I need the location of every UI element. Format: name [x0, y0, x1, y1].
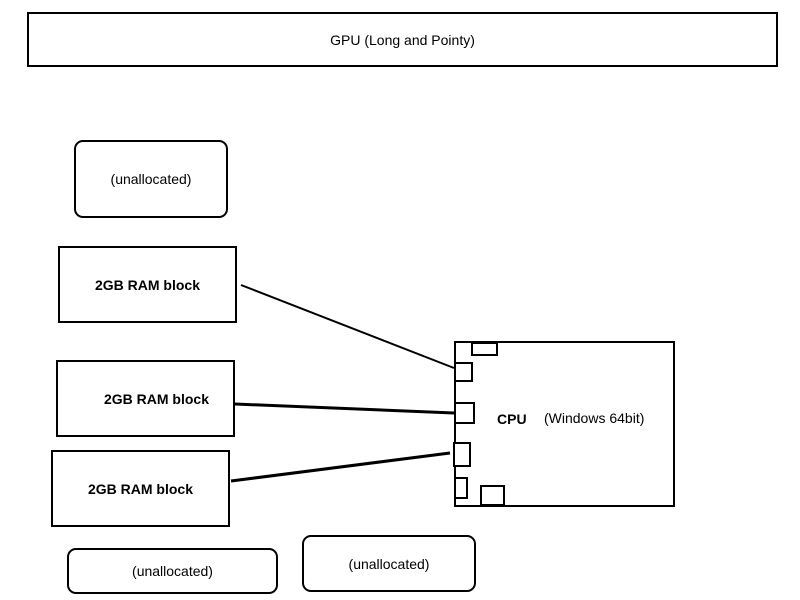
cpu-port-bottom — [480, 485, 505, 506]
unallocated-slot-bottom-middle: (unallocated) — [302, 535, 476, 592]
ram-block-3: 2GB RAM block — [51, 450, 230, 527]
cpu-port-top — [471, 342, 498, 356]
connector-ram-1-to-cpu — [240, 284, 455, 369]
cpu-box — [454, 341, 675, 507]
cpu-port-small-left — [454, 477, 468, 499]
ram-block-label: 2GB RAM block — [103, 390, 209, 407]
ram-block-label: 2GB RAM block — [87, 480, 193, 497]
cpu-port-ram-1 — [454, 362, 473, 382]
connector-ram-2-to-cpu — [234, 402, 455, 415]
cpu-subtitle: (Windows 64bit) — [544, 410, 645, 426]
ram-block-2: 2GB RAM block — [56, 360, 235, 437]
ram-block-1: 2GB RAM block — [58, 246, 237, 323]
unallocated-label: (unallocated) — [132, 563, 213, 579]
unallocated-label: (unallocated) — [348, 555, 430, 572]
cpu-port-ram-3 — [453, 442, 471, 467]
cpu-port-ram-2 — [454, 402, 475, 424]
gpu-label: GPU (Long and Pointy) — [330, 31, 475, 48]
ram-block-label: 2GB RAM block — [94, 276, 200, 293]
connector-ram-3-to-cpu — [230, 451, 451, 483]
cpu-label: CPU — [497, 411, 527, 427]
gpu-box: GPU (Long and Pointy) — [27, 12, 778, 67]
unallocated-slot-bottom-left: (unallocated) — [67, 548, 278, 594]
unallocated-label: (unallocated) — [110, 171, 192, 187]
unallocated-slot-top: (unallocated) — [74, 140, 228, 218]
